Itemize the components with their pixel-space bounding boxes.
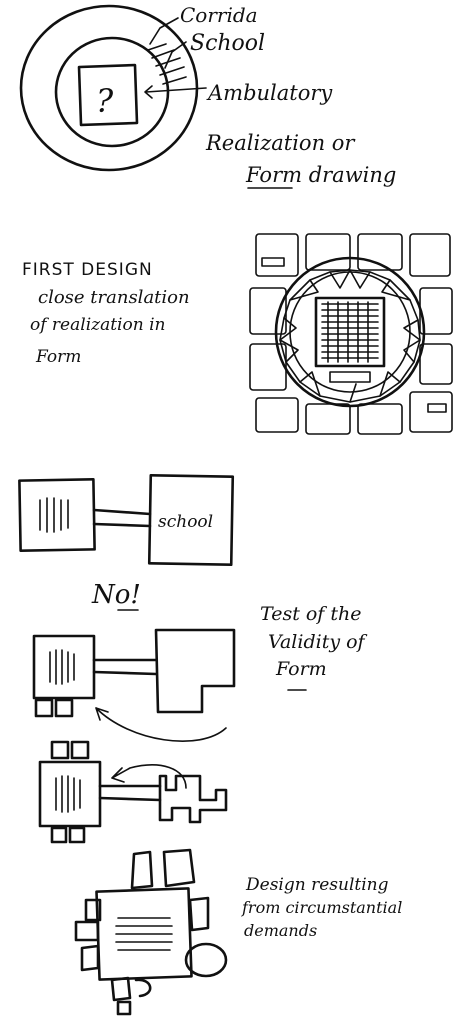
chapel-box-lines [40, 498, 68, 532]
label-school: School [190, 31, 265, 56]
caption-from-circumstantial: from circumstantial [241, 898, 402, 917]
caption-first-design: FIRST DESIGN [22, 260, 153, 280]
chapel-box-2-lines [50, 650, 74, 684]
label-ambulatory: Ambulatory [206, 81, 333, 105]
first-design-sketch: FIRST DESIGN close translation of realiz… [22, 234, 452, 434]
caption-realization: Realization or [205, 131, 356, 155]
school-l-shape [156, 630, 234, 712]
rearranged-scheme-sketch [40, 742, 226, 842]
final-chapel-lines [116, 918, 172, 950]
first-design-plan [250, 234, 452, 434]
school-box-label: school [158, 512, 213, 532]
form-drawing-sketch: ? Corrida School Ambulatory Realization … [21, 3, 396, 188]
chapel-box-3 [40, 762, 100, 826]
chapel-box-3-lines [56, 776, 80, 812]
caption-close-translation: close translation [38, 287, 190, 308]
caption-form-drawing: Form drawing [245, 163, 396, 187]
central-court [316, 298, 384, 366]
caption-test-of: Test of the [260, 603, 362, 625]
chapel-box [19, 479, 94, 550]
caption-form: Form [35, 347, 81, 367]
validity-test-sketch: Test of the Validity of Form [34, 603, 368, 741]
central-court-hatching [322, 302, 378, 362]
caption-validity: Validity of [268, 631, 368, 653]
no-label: No! [91, 580, 141, 610]
school-leader [165, 42, 186, 68]
chapel-box-2 [34, 636, 94, 698]
central-ring-inner [290, 272, 410, 392]
caption-of-realization: of realization in [30, 315, 165, 335]
school-u-shape [160, 776, 226, 822]
label-corridor: Corrida [180, 3, 258, 27]
center-question-mark: ? [96, 82, 114, 120]
caption-form-2: Form [275, 658, 327, 680]
central-ring-outer [276, 258, 424, 406]
caption-demands: demands [244, 921, 317, 940]
resulting-design-sketch: Design resulting from circumstantial dem… [76, 850, 402, 1014]
caption-design-resulting: Design resulting [245, 875, 389, 895]
rejected-scheme-sketch: school No! [19, 475, 232, 610]
